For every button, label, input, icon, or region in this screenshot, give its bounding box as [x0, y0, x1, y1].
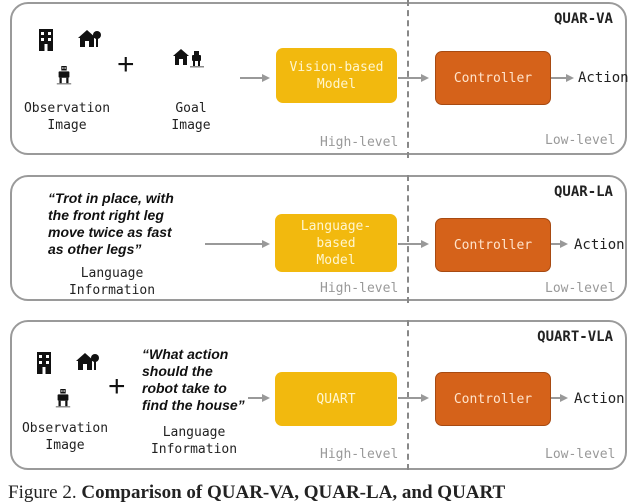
- robot-icon: [54, 387, 72, 409]
- panel-title: QUAR-LA: [553, 184, 613, 200]
- action-label: Action: [574, 391, 625, 407]
- action-label: Action: [574, 237, 625, 253]
- language-information-label: Language Information: [150, 425, 238, 457]
- controller-box: Controller: [435, 372, 551, 426]
- plus-sign: +: [108, 370, 126, 403]
- high-level-label: High-level: [320, 135, 399, 150]
- high-level-label: High-level: [320, 447, 399, 462]
- house-icon: [74, 351, 100, 371]
- building-icon: [38, 28, 54, 52]
- level-divider: [407, 175, 409, 303]
- house-icon: [76, 28, 102, 48]
- observation-image-label: Observation Image: [23, 101, 111, 133]
- vision-model-box: Vision-based Model: [276, 48, 397, 103]
- instruction-quote: “What action should the robot take to fi…: [142, 346, 245, 413]
- building-icon: [36, 351, 52, 375]
- level-divider: [407, 320, 409, 470]
- action-label: Action: [578, 70, 629, 86]
- observation-image-label: Observation Image: [21, 421, 109, 453]
- panel-title: QUART-VLA: [537, 329, 613, 345]
- instruction-quote: “Trot in place, with the front right leg…: [48, 190, 174, 257]
- controller-box: Controller: [435, 218, 551, 272]
- plus-sign: +: [117, 48, 135, 81]
- quart-model-box: QUART: [275, 372, 397, 426]
- panel-title: QUAR-VA: [553, 11, 613, 27]
- caption-prefix: Figure 2.: [8, 482, 82, 503]
- language-model-box: Language- based Model: [275, 214, 397, 272]
- figure-caption: Figure 2. Comparison of QUAR-VA, QUAR-LA…: [8, 482, 505, 504]
- low-level-label: Low-level: [545, 447, 616, 462]
- low-level-label: Low-level: [545, 281, 616, 296]
- controller-box: Controller: [435, 51, 551, 105]
- caption-bold: Comparison of QUAR-VA, QUAR-LA, and QUAR…: [81, 482, 506, 503]
- language-information-label: Language Information: [68, 266, 156, 298]
- goal-image-label: Goal Image: [171, 101, 211, 133]
- robot-icon: [55, 64, 73, 86]
- high-level-label: High-level: [320, 281, 399, 296]
- low-level-label: Low-level: [545, 133, 616, 148]
- house-robot-icon: [172, 46, 206, 68]
